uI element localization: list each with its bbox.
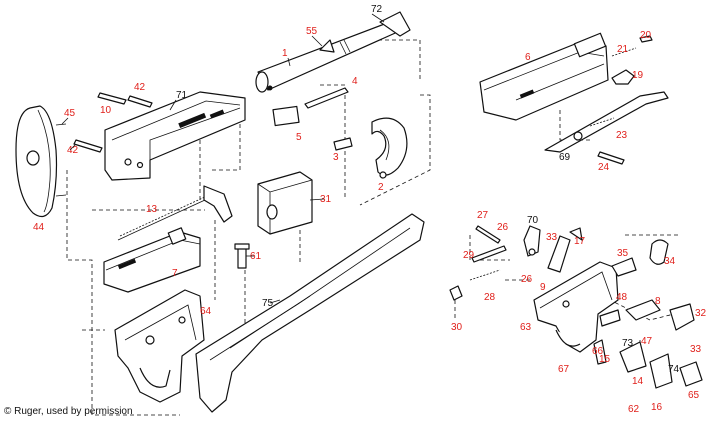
label-65: 65	[688, 390, 700, 401]
label-9: 9	[540, 282, 546, 293]
label-73: 73	[622, 338, 634, 349]
label-42b: 42	[67, 145, 79, 156]
label-28: 28	[484, 292, 496, 303]
label-35: 35	[617, 248, 629, 259]
label-55: 55	[306, 26, 318, 37]
label-26a: 26	[497, 222, 509, 233]
label-3: 3	[333, 152, 339, 163]
label-64: 64	[200, 306, 212, 317]
label-62: 62	[628, 404, 640, 415]
label-1: 1	[282, 48, 288, 59]
label-33b: 33	[690, 344, 702, 355]
bolt-lock-lever	[544, 91, 669, 153]
label-47: 47	[641, 336, 653, 347]
label-13: 13	[146, 204, 158, 215]
pin-27	[475, 225, 501, 244]
label-33a: 33	[546, 232, 558, 243]
label-32: 32	[695, 308, 707, 319]
barrel-retainer-parts	[272, 87, 353, 151]
label-17: 17	[574, 236, 586, 247]
label-27: 27	[477, 210, 489, 221]
recoil-spring-guide	[117, 185, 233, 241]
label-31: 31	[320, 194, 332, 205]
trigger-guard-assembly	[533, 261, 619, 353]
label-70: 70	[527, 215, 539, 226]
label-14: 14	[632, 376, 644, 387]
rotary-magazine-body	[479, 32, 609, 121]
label-15: 15	[599, 354, 611, 365]
label-63: 63	[520, 322, 532, 333]
label-26b: 26	[521, 274, 533, 285]
butt-plate	[15, 105, 67, 218]
label-16: 16	[651, 402, 663, 413]
label-75: 75	[262, 298, 274, 309]
bolt-lock-spring	[589, 117, 625, 165]
label-5: 5	[296, 132, 302, 143]
safety-and-springs	[593, 239, 703, 389]
part-labels: 1 2 3 4 5 6 7 8 9 10 13 14 15 16 17 19 2…	[33, 4, 707, 415]
label-74: 74	[668, 364, 680, 375]
trigger-guard-screw	[234, 243, 250, 269]
disconnector	[547, 227, 583, 273]
label-2: 2	[378, 182, 384, 193]
label-69: 69	[559, 152, 571, 163]
label-6: 6	[525, 52, 531, 63]
label-10: 10	[100, 105, 112, 116]
hammer	[523, 225, 541, 257]
label-71: 71	[176, 90, 188, 101]
label-24: 24	[598, 162, 610, 173]
label-45: 45	[64, 108, 76, 119]
barrel-band	[371, 117, 408, 179]
label-29: 29	[463, 250, 475, 261]
stock	[195, 213, 425, 413]
label-44: 44	[33, 222, 45, 233]
label-66: 66	[592, 346, 604, 357]
barrel	[255, 11, 411, 93]
label-61: 61	[250, 251, 262, 262]
label-72: 72	[371, 4, 383, 15]
receiver	[104, 91, 246, 181]
butt-plate-screws	[73, 92, 153, 153]
trigger-housing	[114, 289, 205, 403]
label-67: 67	[558, 364, 570, 375]
copyright-credit: © Ruger, used by permission	[4, 406, 133, 417]
small-pins-upper-right	[611, 35, 653, 85]
label-23: 23	[616, 130, 628, 141]
magazine	[257, 171, 313, 235]
label-30: 30	[451, 322, 463, 333]
label-4: 4	[352, 76, 358, 87]
label-19: 19	[632, 70, 644, 81]
label-48: 48	[616, 292, 628, 303]
label-7: 7	[172, 268, 178, 279]
label-42a: 42	[134, 82, 146, 93]
leader-lines	[61, 13, 385, 304]
label-21: 21	[617, 44, 629, 55]
label-8: 8	[655, 296, 661, 307]
label-34: 34	[664, 256, 676, 267]
hammer-strut-spring	[449, 245, 507, 301]
bolt-assembly	[103, 227, 201, 293]
label-20: 20	[640, 30, 652, 41]
